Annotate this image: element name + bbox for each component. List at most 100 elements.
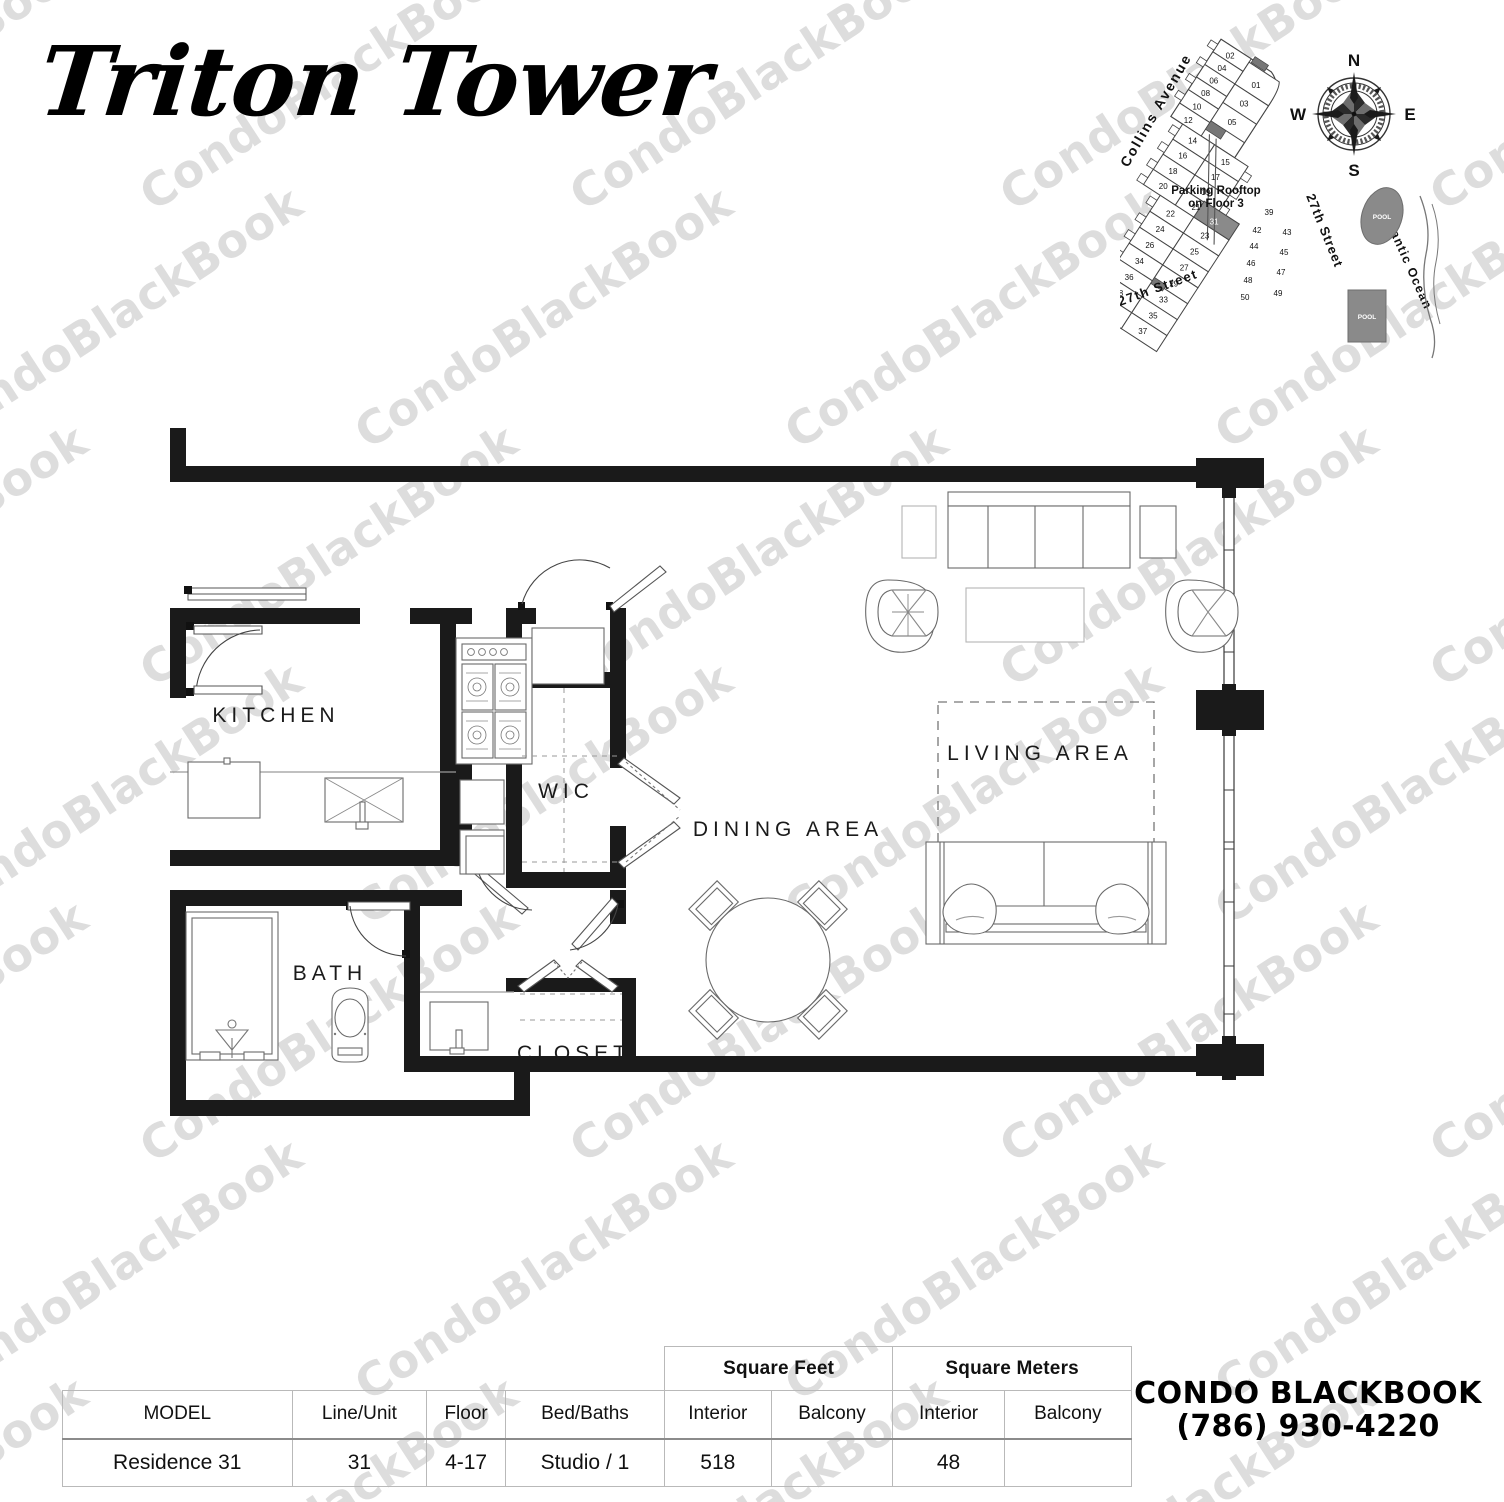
coffee-table-upper	[965, 587, 1085, 643]
kitchen-range-icon	[455, 637, 533, 765]
cell-floor: 4-17	[426, 1438, 506, 1487]
keyplan-pool-south-label: POOL	[1358, 314, 1376, 321]
keyplan-pool-north	[1360, 187, 1404, 245]
structural-columns	[1196, 458, 1264, 1080]
table-header-row: MODEL Line/Unit Floor Bed/Baths Interior…	[62, 1390, 1133, 1440]
cell-sf-interior: 518	[664, 1438, 772, 1487]
closet-bifold-doors	[517, 959, 619, 993]
svg-text:49: 49	[1274, 289, 1283, 298]
svg-text:42: 42	[1253, 226, 1262, 235]
dining-door	[569, 897, 624, 951]
group-header-square-feet: Square Feet	[663, 1346, 894, 1391]
entry-panel	[184, 586, 307, 601]
svg-text:16: 16	[1178, 152, 1187, 161]
blank-cell	[505, 1347, 664, 1391]
keyplan-highlighted-unit	[1193, 200, 1241, 241]
svg-text:22: 22	[1166, 209, 1175, 218]
upper-room-cabinet	[531, 627, 605, 685]
keyplan-parking-note-2: on Floor 3	[1188, 198, 1244, 210]
spec-table-container: Square Feet Square Meters MODEL Line/Uni…	[62, 1346, 1133, 1487]
svg-text:43: 43	[1283, 228, 1292, 237]
column-header-model: MODEL	[62, 1390, 293, 1440]
watermark-text: CondoBlackBook	[0, 889, 97, 1174]
spec-table: Square Feet Square Meters MODEL Line/Uni…	[62, 1346, 1133, 1487]
cell-sm-balcony	[1003, 1438, 1133, 1487]
wic-shelving	[522, 688, 622, 872]
room-label-living: LIVING AREA	[947, 742, 1133, 765]
column-header-floor: Floor	[426, 1390, 506, 1440]
brand-name-condo: CONDO	[1134, 1376, 1260, 1411]
svg-text:02: 02	[1226, 51, 1235, 60]
brand-phone-number: (786) 930-4220	[1176, 1408, 1440, 1444]
compass-label-s: S	[1348, 161, 1359, 180]
room-label-wic: WIC	[538, 780, 594, 803]
compass-label-n: N	[1348, 51, 1360, 70]
branding-block: CONDO BLACKBOOK (786) 930-4220	[1128, 1378, 1488, 1443]
dining-table-icon	[688, 880, 848, 1040]
svg-text:12: 12	[1184, 116, 1193, 125]
cell-sm-interior: 48	[892, 1438, 1005, 1487]
group-header-square-meters: Square Meters	[892, 1346, 1132, 1391]
site-key-plan: 02 04 06 08 10 12 01 03 05 14 16 18 20 1…	[1120, 18, 1504, 366]
svg-text:15: 15	[1221, 158, 1230, 167]
column-header-sf-balcony: Balcony	[770, 1390, 894, 1440]
svg-text:06: 06	[1209, 76, 1218, 85]
svg-text:05: 05	[1228, 118, 1237, 127]
column-header-sm-interior: Interior	[892, 1390, 1005, 1440]
door-upper-room	[518, 559, 667, 613]
compass-label-w: W	[1290, 105, 1307, 124]
watermark-text: CondoBlackBook	[1420, 889, 1504, 1174]
bathtub-icon	[185, 911, 279, 1061]
svg-text:48: 48	[1244, 276, 1253, 285]
svg-text:34: 34	[1135, 257, 1144, 266]
keyplan-pool-south	[1347, 289, 1387, 343]
compass-label-e: E	[1404, 105, 1415, 124]
svg-text:31: 31	[1210, 217, 1219, 226]
svg-text:27: 27	[1180, 263, 1189, 272]
svg-text:36: 36	[1125, 273, 1134, 282]
closet-shelving	[520, 993, 622, 1021]
brand-name-blackbook: BLACKBOOK	[1269, 1376, 1482, 1411]
entry-door	[186, 622, 263, 696]
svg-text:35: 35	[1149, 311, 1158, 320]
cell-model: Residence 31	[62, 1438, 293, 1487]
walls	[170, 428, 1236, 1116]
page-title: Triton Tower	[34, 25, 716, 138]
watermark-text: CondoBlackBook	[1420, 413, 1504, 698]
brand-name: CONDO BLACKBOOK	[1128, 1378, 1488, 1410]
keyplan-pool-north-label: POOL	[1373, 214, 1391, 221]
svg-text:29: 29	[1169, 279, 1178, 288]
svg-text:17: 17	[1211, 173, 1220, 182]
title-block: Triton Tower	[34, 25, 716, 138]
blank-cell	[63, 1347, 293, 1391]
svg-text:50: 50	[1241, 293, 1250, 302]
keyplan-parking-note-1: Parking Rooftop	[1171, 185, 1260, 197]
kitchen-appliance-boxes	[459, 779, 505, 875]
cell-sf-balcony	[770, 1438, 894, 1487]
curtain-wall-glazing	[1223, 481, 1235, 1057]
keyplan-street-27th-right: 27th Street	[1303, 192, 1346, 270]
room-label-bath: BATH	[293, 962, 367, 985]
armchair-left	[865, 579, 939, 653]
svg-text:39: 39	[1265, 208, 1274, 217]
watermark-text: CondoBlackBook	[0, 413, 97, 698]
cell-line-unit: 31	[291, 1438, 428, 1487]
blank-cell	[427, 1347, 506, 1391]
svg-text:21: 21	[1191, 203, 1200, 212]
living-rug-outline	[937, 701, 1155, 845]
side-table-left	[901, 505, 937, 559]
svg-text:44: 44	[1250, 242, 1259, 251]
column-header-sm-balcony: Balcony	[1003, 1390, 1133, 1440]
svg-text:14: 14	[1188, 137, 1197, 146]
svg-text:38: 38	[1120, 289, 1124, 298]
compass-rose-icon: N S W E	[1290, 51, 1416, 180]
wic-doors	[617, 757, 681, 869]
svg-text:10: 10	[1192, 102, 1201, 111]
column-header-bed-baths: Bed/Baths	[504, 1390, 666, 1440]
room-label-closet: CLOSET	[517, 1042, 631, 1065]
floor-plan-drawing: KITCHEN WIC BATH CLOSET DINING AREA LIVI…	[140, 390, 1340, 1170]
svg-text:47: 47	[1277, 268, 1286, 277]
room-label-dining: DINING AREA	[693, 818, 883, 841]
svg-text:04: 04	[1218, 64, 1227, 73]
